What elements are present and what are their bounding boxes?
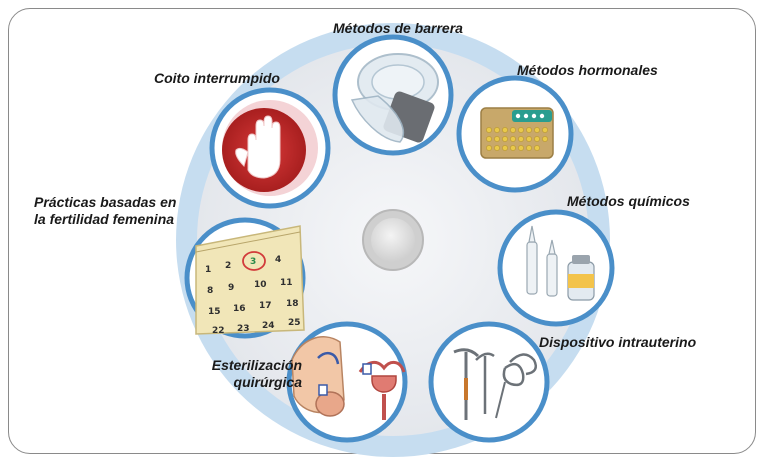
calendar-day: 8 [207, 286, 213, 296]
calendar-day: 16 [233, 304, 246, 314]
hormonal-methods-circle [456, 75, 574, 193]
label-hormonal-methods: Métodos hormonales [517, 62, 658, 78]
calendar-day: 23 [237, 324, 250, 334]
calendar-day: 15 [208, 307, 221, 317]
calendar-day: 2 [225, 261, 231, 271]
label-fertility-line1: Prácticas basadas en [34, 194, 177, 210]
vials-icon [526, 225, 595, 301]
calendar-day: 18 [286, 299, 299, 309]
calendar-day: 17 [259, 301, 272, 311]
label-barrier-methods: Métodos de barrera [333, 20, 463, 36]
calendar-day: 11 [280, 278, 293, 288]
calendar-day: 4 [275, 255, 281, 265]
calendar-day-marked: 3 [250, 257, 256, 267]
pill-pack-icon [480, 107, 554, 159]
label-withdrawal: Coito interrumpido [154, 70, 280, 86]
label-fertility-line2: la fertilidad femenina [34, 211, 175, 227]
label-chemical-methods: Métodos químicos [567, 193, 690, 209]
barrier-methods-circle [332, 34, 454, 156]
iud-icon [453, 348, 537, 420]
fertility-practices-circle: 1 2 3 4 8 9 10 11 15 16 17 18 22 23 24 2… [184, 217, 306, 339]
label-iud: Dispositivo intrauterino [539, 334, 697, 350]
calendar-day: 25 [288, 318, 301, 328]
label-fertility-practices: Prácticas basadas en la fertilidad femen… [34, 194, 176, 228]
chemical-methods-circle [497, 209, 615, 327]
calendar-day: 1 [205, 265, 211, 275]
iud-circle [428, 321, 550, 443]
sterilization-circle [286, 321, 408, 443]
condom-icon [350, 53, 439, 143]
withdrawal-circle [209, 87, 331, 209]
calendar-icon: 1 2 3 4 8 9 10 11 15 16 17 18 22 23 24 2… [195, 225, 305, 336]
calendar-day: 10 [254, 280, 267, 290]
label-sterilization-line2: quirúrgica [233, 374, 302, 390]
calendar-day: 24 [262, 321, 275, 331]
marked-day-circle [242, 251, 266, 271]
reproductive-anatomy-icon [291, 336, 406, 420]
label-sterilization: Esterilización quirúrgica [178, 357, 302, 391]
calendar-day: 9 [228, 283, 234, 293]
label-sterilization-line1: Esterilización [211, 357, 302, 373]
calendar-day: 22 [212, 326, 225, 336]
